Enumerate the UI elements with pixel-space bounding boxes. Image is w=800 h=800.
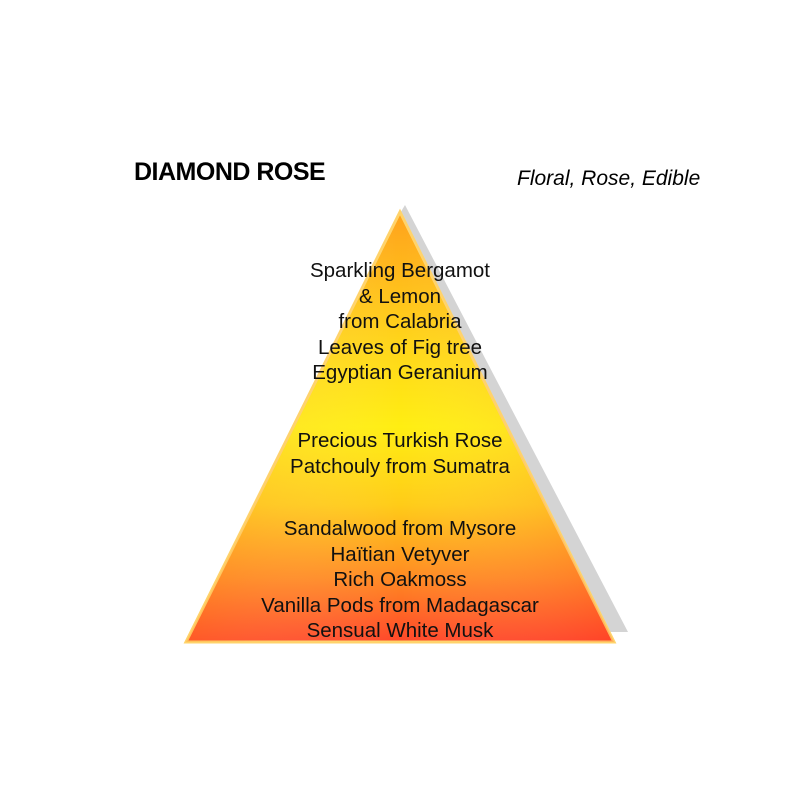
note-item: Sandalwood from Mysore (283, 517, 517, 540)
note-item: & Lemon (358, 284, 442, 308)
note-item: Egyptian Geranium (312, 361, 488, 384)
note-item: Precious Turkish Rose (297, 429, 503, 452)
heart-notes: Precious Turkish Rose Patchouly from Sum… (200, 428, 600, 479)
pyramid-shadow (396, 205, 628, 632)
note-item: Vanilla Pods from Madagascar (261, 593, 539, 617)
note-item: Leaves of Fig tree (317, 335, 483, 359)
note-item: Patchouly from Sumatra (290, 454, 510, 478)
note-item: Rich Oakmoss (333, 568, 467, 591)
top-notes: Sparkling Bergamot & Lemon from Calabria… (200, 258, 600, 386)
note-item: Sensual White Musk (306, 619, 494, 642)
product-title: DIAMOND ROSE (134, 158, 326, 186)
note-item: Sparkling Bergamot (309, 259, 491, 282)
product-tags: Floral, Rose, Edible (517, 167, 701, 190)
note-item: from Calabria (338, 310, 462, 333)
note-item: Haïtian Vetyver (330, 542, 470, 566)
base-notes: Sandalwood from Mysore Haïtian Vetyver R… (200, 516, 600, 644)
